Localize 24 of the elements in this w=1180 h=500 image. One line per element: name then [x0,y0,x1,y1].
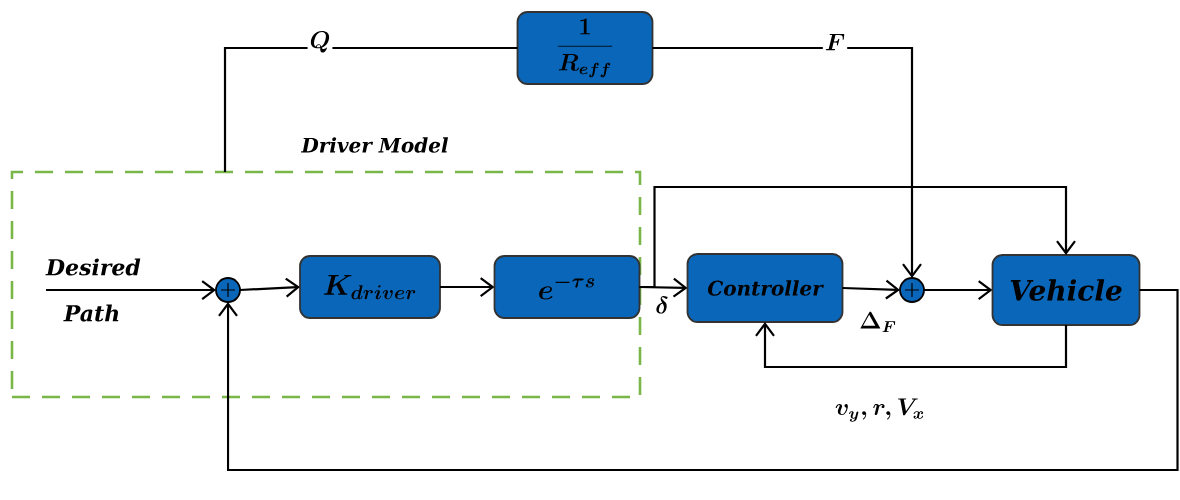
block: Controller [686,253,844,323]
arrow [652,46,922,278]
arrow [46,280,216,300]
arrow [239,277,300,298]
block: $K_{driver}$ [299,255,441,319]
arrow [440,277,495,297]
input-label: Desired Path [45,258,141,322]
block: $e^{-\tau s}$ [493,255,641,319]
summing-junction [215,277,241,303]
edge-label: $Q$ [307,29,333,55]
arrow [639,185,1076,289]
summing-junction [899,277,925,303]
arrow [842,279,900,300]
arrow [218,288,1179,472]
block: Vehicle [991,254,1141,326]
arrow [924,280,993,300]
block: $\frac{1}{R_{eff}}$ [516,11,654,85]
group-heading: Driver Model [301,137,449,153]
arrow [755,322,1068,369]
arrow [639,277,688,298]
edge-label: $\delta$ [653,294,671,316]
edge-label: $F$ [822,31,848,53]
edge-label: $\Delta_F$ [857,309,899,335]
edge-label: $v_y, r, V_x$ [832,396,928,424]
